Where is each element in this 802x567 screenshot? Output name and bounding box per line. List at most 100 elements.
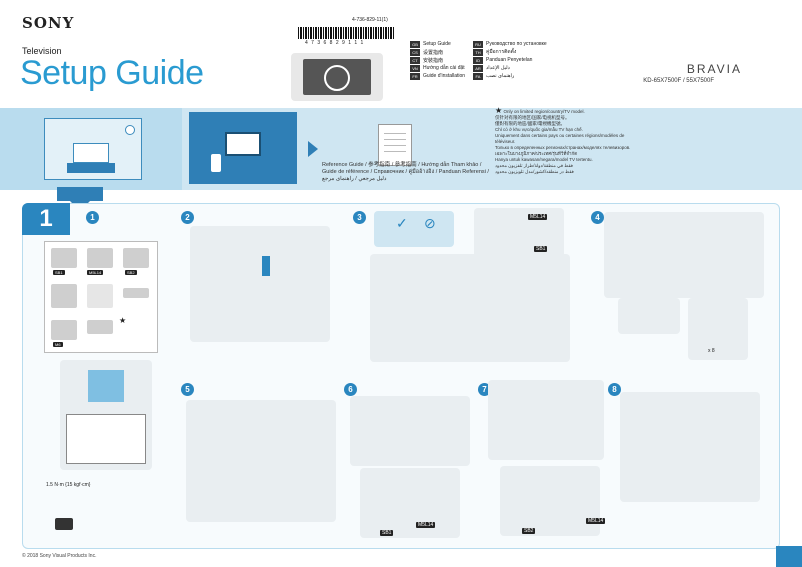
note-line: فقط در منطقه/کشور/مدل تلویزیون محدود <box>495 169 574 174</box>
copyright: © 2018 Sony Visual Products Inc. <box>22 553 97 559</box>
step-6-detail: M5L14 SB1 <box>360 468 460 538</box>
manual-line <box>384 139 406 140</box>
room-illustration <box>44 118 142 180</box>
part-label-sb2: SB2 <box>125 270 137 275</box>
step-2-illustration <box>190 226 330 342</box>
step-2: 2 <box>181 211 194 224</box>
step-1: 1 <box>86 211 99 224</box>
no-icon: ⊘ <box>424 215 436 231</box>
part-label-m6: M6 <box>53 342 63 347</box>
step-6-illustration <box>350 396 470 466</box>
note-line: Только в определенных регионах/странах/м… <box>495 145 631 150</box>
parts-list: SB1 M5L14 SB2 M6 ★ <box>44 241 158 353</box>
note-line: Uniquement dans certains pays ou certain… <box>495 133 625 144</box>
cable-illustration <box>51 320 77 340</box>
callout-m5l14: M5L14 <box>416 522 436 528</box>
remote-illustration <box>123 288 149 298</box>
part-label-sb1: SB1 <box>53 270 65 275</box>
stand-assembly-illustration: M5L14 SB1 <box>474 208 564 304</box>
note-line: 僅對有限的地區/國家/電視機型號。 <box>495 121 565 126</box>
cover-illustration <box>291 53 383 101</box>
step-5-illustration <box>186 400 336 522</box>
do-not-touch-icon <box>324 65 350 91</box>
room-dark-illustration <box>189 112 297 184</box>
step-6: 6 <box>344 383 357 396</box>
tv-stand-icon <box>67 163 115 173</box>
callout-m5l14: M5L14 <box>528 214 548 220</box>
callout-sb1: SB1 <box>380 530 394 536</box>
callout-m5l14: M5L14 <box>586 518 606 524</box>
manual-line <box>384 151 406 152</box>
tv-icon <box>73 143 109 163</box>
screw-count: x 8 <box>708 348 715 354</box>
batteries-illustration <box>51 284 77 308</box>
note-line: 仅针对有限的地区/国家/电视机型号。 <box>495 115 570 120</box>
toolbox-icon <box>55 518 73 530</box>
part-label-m5l14: M5L14 <box>87 270 104 275</box>
product-category: Television <box>22 46 62 56</box>
tv-icon <box>225 132 261 156</box>
manual-part-illustration <box>87 284 113 308</box>
check-icon: ✓ <box>396 215 408 231</box>
star-icon: ★ <box>495 106 503 115</box>
tv-box-illustration <box>60 360 152 470</box>
torque-spec: 1.5 N·m {15 kgf·cm} <box>46 482 91 488</box>
region-notes: ★ Only on limited region/country/TV mode… <box>495 106 645 175</box>
note-line: فقط في منطقة/دولة/طراز تلفزيون محدود <box>495 163 573 168</box>
step-4-detail-left <box>618 298 680 334</box>
step-4: 4 <box>591 211 604 224</box>
step-3: 3 <box>353 211 366 224</box>
lift-arrow-icon <box>262 256 270 276</box>
page-title: Setup Guide <box>20 54 204 92</box>
plant-icon <box>211 154 221 172</box>
step-3-check-box: ✓ ⊘ <box>374 211 454 247</box>
step-4-illustration <box>604 212 764 298</box>
reference-guide-text: Reference Guide / 参考指南 / 參考指南 / Hướng dẫ… <box>322 162 489 182</box>
section-number: 1 <box>22 203 70 235</box>
brand-logo: SONY <box>22 14 75 32</box>
step-7: 7 <box>478 383 491 396</box>
note-line: เฉพาะในบางภูมิภาค/ประเทศ/รุ่นทีวีที่จำกั… <box>495 151 578 156</box>
star-icon: ★ <box>119 316 127 325</box>
note-line: ★ Only on limited region/country/TV mode… <box>495 106 585 115</box>
stand-part-illustration <box>51 248 77 268</box>
manual-line <box>384 145 406 146</box>
note-line: Hanya untuk kawasan/negara/model TV tert… <box>495 157 593 162</box>
callout-sb1: SB1 <box>534 246 548 252</box>
step-5: 5 <box>181 383 194 396</box>
clock-icon <box>125 125 135 135</box>
manual-icon <box>378 124 412 166</box>
manual-line <box>384 133 406 134</box>
step-7-illustration <box>488 380 604 460</box>
step-7-detail: SB2 M5L14 <box>500 466 606 536</box>
step-8: 8 <box>608 383 621 396</box>
step-4-detail-right: x 8 <box>688 298 748 360</box>
stand-part-illustration <box>123 248 149 268</box>
barcode <box>298 27 394 39</box>
tv-panel-illustration <box>88 370 124 402</box>
page-corner-tab <box>776 546 802 567</box>
step-8-illustration <box>620 392 760 502</box>
box-outline <box>66 414 146 464</box>
product-line: BRAVIA <box>686 62 742 76</box>
model-numbers: KD-65X7500F / 55X7500F <box>643 78 714 84</box>
bracket-illustration <box>87 320 113 334</box>
document-number: 4-736-829-11(1) <box>352 17 388 23</box>
down-arrow-icon <box>57 187 103 211</box>
note-line: Chỉ có ở khu vực/quốc gia/mẫu TV hạn chế… <box>495 127 583 132</box>
arrow-right-icon <box>308 141 318 157</box>
callout-sb2: SB2 <box>522 528 536 534</box>
screws-part-illustration <box>87 248 113 268</box>
